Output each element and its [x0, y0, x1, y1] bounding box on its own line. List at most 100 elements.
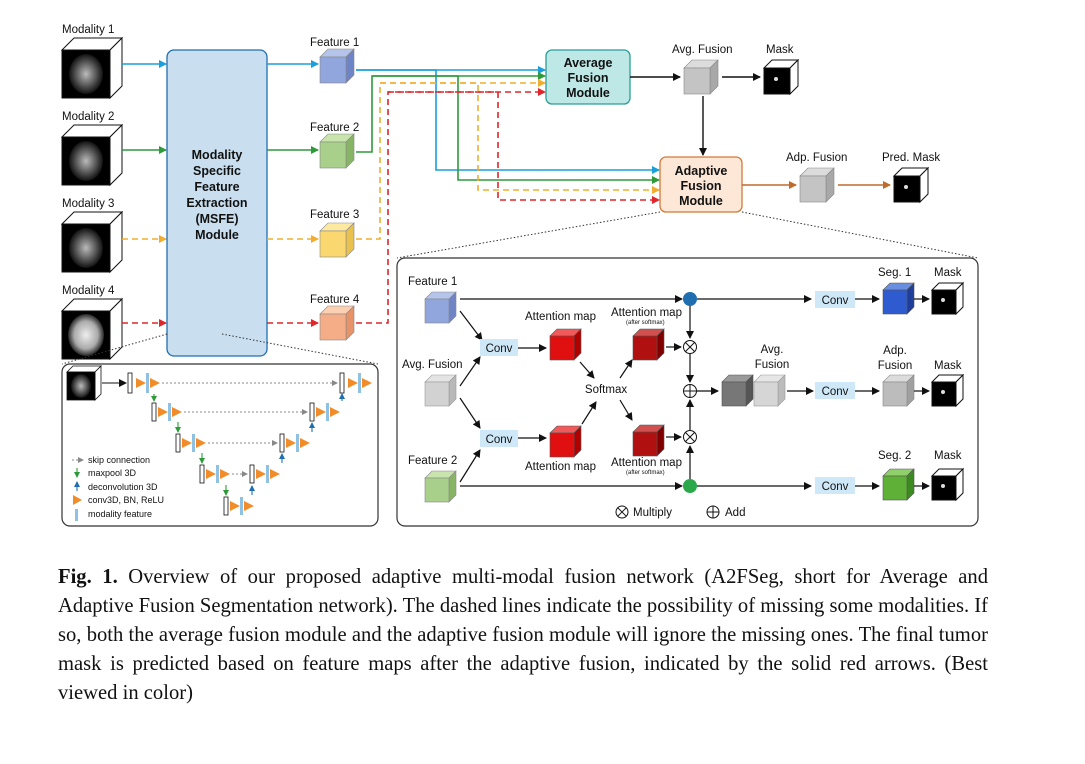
modality-3-volume — [60, 210, 124, 274]
input-arrows — [122, 60, 167, 327]
unet-enc3 — [175, 433, 206, 453]
seg1-cube — [882, 282, 915, 315]
attention-softmax-top-cube — [632, 328, 665, 361]
seg2-cube — [882, 468, 915, 501]
adp-fusion-label: Adp. Fusion — [786, 152, 847, 164]
caption-label: Fig. 1. — [58, 566, 118, 588]
avg-module-line1: Average — [564, 56, 613, 70]
multiply-bottom-icon — [683, 430, 697, 444]
conv-box-seg2: Conv — [815, 477, 855, 494]
attention-softmax-bottom-cube — [632, 424, 665, 457]
feature-2-label: Feature 2 — [310, 122, 359, 134]
architecture-diagram: Modality 1 Modality 2 Modality 3 Modalit… — [60, 24, 979, 527]
modality-inputs: Modality 1 Modality 2 Modality 3 Modalit… — [60, 24, 124, 361]
fused-light-cube — [753, 374, 786, 407]
average-fusion-module: Average Fusion Module — [545, 49, 631, 105]
conv-fusion-label: Conv — [822, 386, 849, 398]
unet-skip-connections — [162, 380, 338, 477]
figure-caption: Fig. 1. Overview of our proposed adaptiv… — [58, 563, 988, 708]
adp-module-line1: Adaptive — [675, 164, 728, 178]
attention-map-top-label: Attention map — [525, 311, 596, 323]
after-softmax-bottom-label: (after softmax) — [626, 470, 665, 476]
modality-4-label: Modality 4 — [62, 285, 115, 297]
add-legend-label: Add — [725, 507, 745, 519]
attention-map-top-cube — [549, 328, 582, 361]
legend-maxpool: maxpool 3D — [88, 468, 137, 478]
avg-module-line3: Module — [566, 86, 610, 100]
modality-2-volume — [60, 123, 124, 187]
multiply-top-icon — [683, 340, 697, 354]
detail-fusion-label: Fusion — [755, 359, 790, 371]
feature-arrows — [267, 60, 319, 327]
pred-mask-icon — [892, 166, 930, 204]
unet-deconv-arrows — [249, 393, 345, 495]
detail-feature2-cube — [424, 470, 457, 503]
modality-3-label: Modality 3 — [62, 198, 114, 210]
modality-2-label: Modality 2 — [62, 111, 114, 123]
mask-label: Mask — [766, 44, 794, 56]
msfe-label-line3: Feature — [194, 180, 239, 194]
feature-1-label: Feature 1 — [310, 37, 359, 49]
attention-map-bottom-label: Attention map — [525, 461, 596, 473]
feature-3-label: Feature 3 — [310, 209, 359, 221]
mask2-icon — [930, 373, 965, 408]
unet-bottleneck — [223, 496, 254, 516]
detail-legend: Multiply Add — [615, 505, 745, 519]
conv-box-top: Conv — [480, 339, 518, 356]
detail-avgfusion-label: Avg. Fusion — [402, 359, 463, 371]
unet-detail-panel: skip connection maxpool 3D deconvolution… — [61, 363, 379, 527]
feature-4-label: Feature 4 — [310, 294, 360, 306]
unet-blocks — [127, 372, 372, 516]
unet-enc2 — [151, 402, 182, 422]
mask2-label: Mask — [934, 360, 962, 372]
detail-adp-fusion-label: Fusion — [878, 360, 913, 372]
legend-conv3d: conv3D, BN, ReLU — [88, 495, 164, 505]
adp-module-line2: Fusion — [681, 179, 722, 193]
legend-deconv: deconvolution 3D — [88, 482, 158, 492]
avg-fusion-cube — [683, 59, 719, 95]
msfe-label-line2: Specific — [193, 164, 241, 178]
feature-1-cube — [319, 48, 355, 84]
adp-cube — [882, 374, 915, 407]
unet-input-volume — [66, 365, 102, 401]
detail-feature2-label: Feature 2 — [408, 455, 457, 467]
softmax-label: Softmax — [585, 384, 627, 396]
detail-feature1-label: Feature 1 — [408, 276, 457, 288]
adp-module-line3: Module — [679, 194, 723, 208]
detail-avgfusion-cube — [424, 374, 457, 407]
feature2-dot — [683, 479, 697, 493]
adp-fusion-cube — [799, 167, 835, 203]
feature-4-cube — [319, 305, 355, 341]
seg2-label: Seg. 2 — [878, 450, 911, 462]
feature1-dot — [683, 292, 697, 306]
msfe-label-line1: Modality — [192, 148, 243, 162]
pred-mask-label: Pred. Mask — [882, 152, 940, 164]
conv-seg1-label: Conv — [822, 295, 849, 307]
feature-cubes: Feature 1 Feature 2 Feature 3 Feature 4 — [310, 37, 360, 341]
conv-top-label: Conv — [486, 343, 513, 355]
modality-1-volume — [60, 36, 124, 100]
softmax-arrows — [579, 359, 633, 425]
seg1-label: Seg. 1 — [878, 267, 911, 279]
adaptive-fusion-module: Adaptive Fusion Module — [659, 156, 743, 213]
after-softmax-top-label: (after softmax) — [626, 320, 665, 326]
legend-skip: skip connection — [88, 455, 150, 465]
avg-module-line2: Fusion — [568, 71, 609, 85]
modality-4-volume — [60, 297, 124, 361]
feature-3-cube — [319, 222, 355, 258]
mask3-icon — [930, 467, 965, 502]
conv-box-fusion: Conv — [815, 382, 855, 399]
msfe-label-line5: (MSFE) — [195, 212, 238, 226]
fused-dark-cube — [721, 374, 754, 407]
add-legend-icon — [706, 505, 720, 519]
unet-dec4 — [249, 464, 280, 484]
mask3-label: Mask — [934, 450, 962, 462]
adaptive-detail-panel: Feature 1 Avg. Fusion Feature 2 Conv — [396, 257, 979, 527]
detail-feature1-cube — [424, 291, 457, 324]
fusion-routing — [356, 66, 660, 324]
msfe-label-line4: Extraction — [186, 196, 247, 210]
unet-enc4 — [199, 464, 230, 484]
avg-fusion-label: Avg. Fusion — [672, 44, 733, 56]
caption-text: Overview of our proposed adaptive multi-… — [58, 566, 988, 704]
attention-softmax-top-label: Attention map — [611, 307, 682, 319]
